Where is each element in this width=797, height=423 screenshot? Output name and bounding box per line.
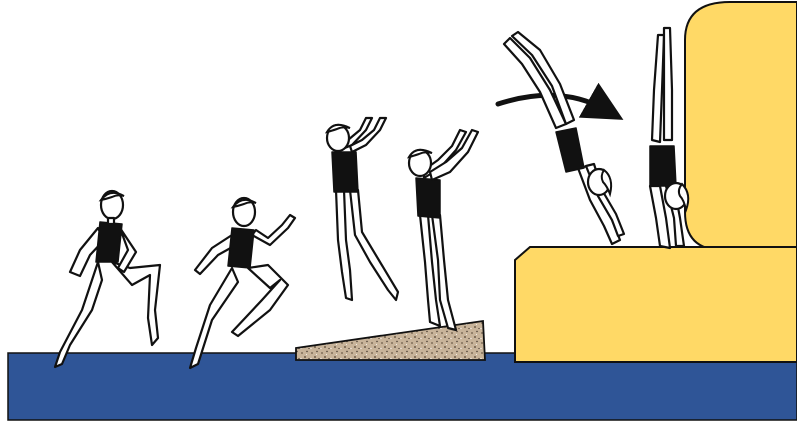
gymnast-figure-run-2 [190,198,295,368]
springboard-ramp [296,321,485,360]
tall-block [685,2,797,250]
low-block [515,247,797,362]
gymnast-figure-run-1 [55,191,160,367]
gymnast-figure-jump [327,118,398,300]
floor-mat [8,353,797,420]
gymnast-figure-dive [504,32,624,244]
gymnast-figure-takeoff [409,130,478,330]
gymnast-figure-handstand [650,28,688,248]
